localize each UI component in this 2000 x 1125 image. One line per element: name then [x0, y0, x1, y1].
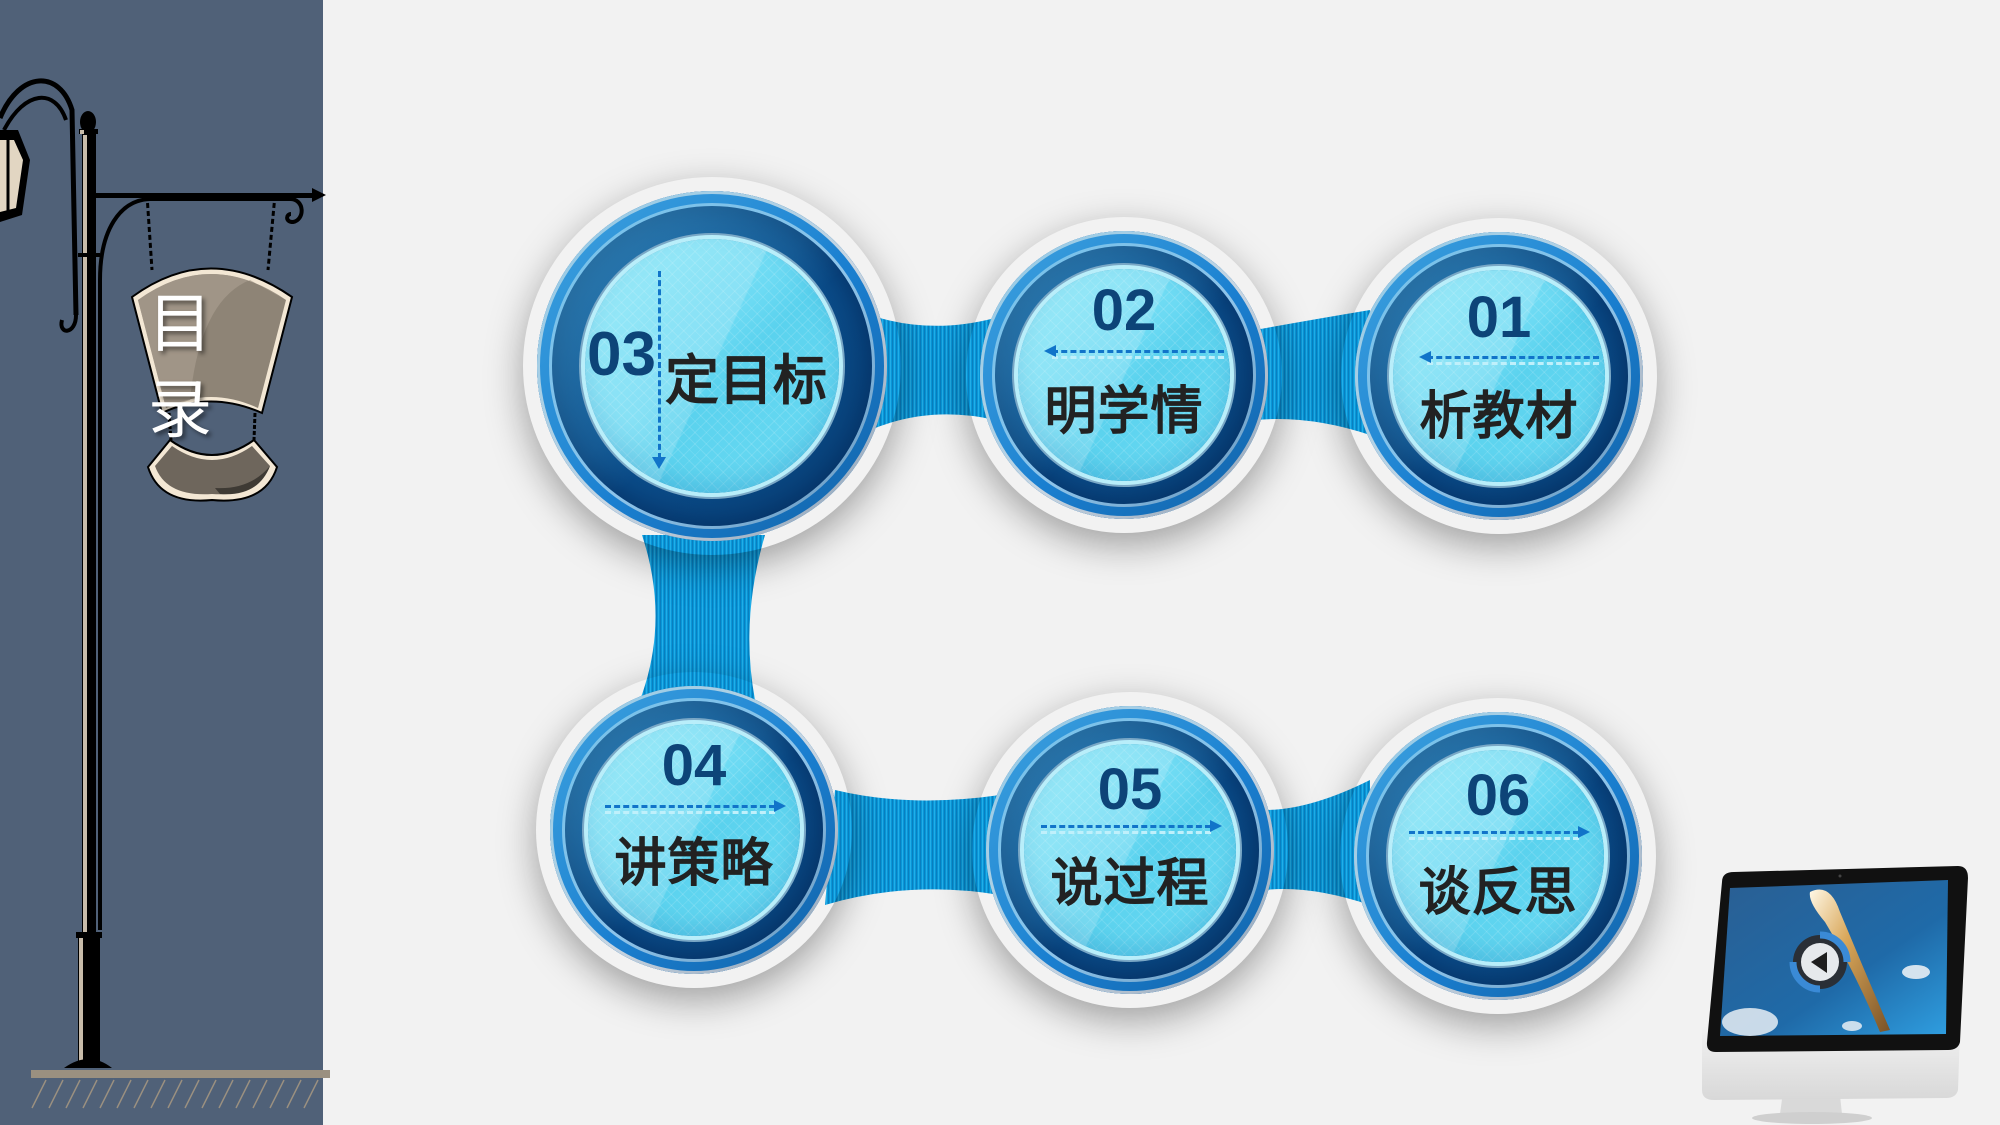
item-label: 说过程 — [1050, 854, 1210, 914]
item-number: 06 — [1465, 763, 1531, 828]
item-number: 01 — [1466, 285, 1532, 350]
item-number: 03 — [587, 320, 656, 389]
item-face — [585, 239, 839, 493]
play-icon — [1811, 952, 1827, 973]
toc-item-01[interactable]: 01 析教材 — [1355, 232, 1643, 520]
arrow-right-icon — [605, 805, 775, 808]
lamp-post-icon — [0, 78, 330, 1109]
toc-item-03[interactable]: 03 定目标 — [537, 191, 887, 541]
item-face — [1393, 270, 1605, 482]
item-face — [1392, 750, 1604, 962]
arrow-left-head — [1419, 351, 1431, 363]
sidebar-panel: 目 录 — [0, 0, 330, 1125]
item-label: 析教材 — [1419, 387, 1579, 447]
item-label: 定目标 — [665, 349, 827, 412]
arrow-left-icon — [1427, 356, 1599, 359]
arrow-down-head — [652, 457, 666, 469]
item-face — [588, 724, 800, 936]
item-number: 02 — [1091, 278, 1157, 343]
item-number: 05 — [1097, 757, 1163, 822]
arrow-left-icon — [1052, 350, 1224, 353]
toc-item-04[interactable]: 04 讲策略 — [550, 686, 838, 974]
toc-item-06[interactable]: 06 谈反思 — [1354, 712, 1642, 1000]
arrow-right-icon — [1409, 831, 1579, 834]
arrow-right-head — [1578, 826, 1590, 838]
arrow-down-icon — [658, 271, 661, 459]
item-label: 讲策略 — [614, 834, 774, 894]
arrow-left-head — [1044, 345, 1056, 357]
item-face — [1018, 269, 1230, 481]
arrow-right-icon — [1041, 825, 1211, 828]
item-label: 谈反思 — [1418, 863, 1578, 923]
toc-item-05[interactable]: 05 说过程 — [986, 706, 1274, 994]
arrow-right-head — [774, 800, 786, 812]
item-face — [1024, 744, 1236, 956]
arrow-right-head — [1210, 820, 1222, 832]
item-number: 04 — [661, 733, 727, 798]
toc-title-char-1: 目 — [148, 288, 212, 362]
toc-title-char-2: 录 — [148, 374, 212, 448]
monitor-play-icon[interactable] — [1690, 852, 1980, 1125]
toc-item-02[interactable]: 02 明学情 — [980, 231, 1268, 519]
item-label: 明学情 — [1044, 382, 1204, 442]
toc-sign-title: 目 录 — [148, 282, 218, 454]
